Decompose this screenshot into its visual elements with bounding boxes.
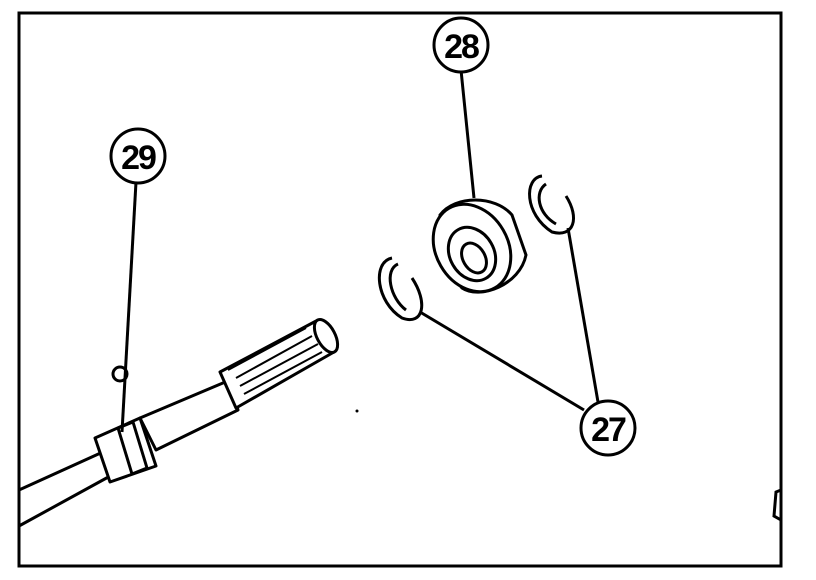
snap-ring-right [528,174,575,235]
diagram-frame [17,11,783,568]
shaft [17,318,340,528]
shaft-body [17,449,114,528]
leader-28 [459,69,476,199]
callout-29-label: 29 [121,139,156,177]
shaft-collar-ring [116,420,149,476]
leader-27-left [419,310,585,412]
spline-lines [227,327,323,395]
edge-mark [772,488,782,522]
callout-28: 28 [432,16,490,74]
shaft-mid [138,378,240,452]
ball-part [111,365,129,383]
callout-27: 27 [579,399,637,457]
snap-ring-left [377,256,424,322]
snap-rings [377,174,575,322]
callout-29: 29 [109,127,167,185]
shaft-end-face [312,318,340,354]
stray-dot [355,409,359,413]
leader-lines [120,69,600,433]
bearing-bore [460,241,488,275]
leader-29 [120,181,138,433]
snap-ring-left-inner [388,262,407,312]
bearing [431,198,528,294]
callout-28-label: 28 [444,28,479,66]
leader-27-right [566,227,600,403]
callout-27-label: 27 [591,411,626,449]
snap-ring-right-inner [537,182,557,226]
